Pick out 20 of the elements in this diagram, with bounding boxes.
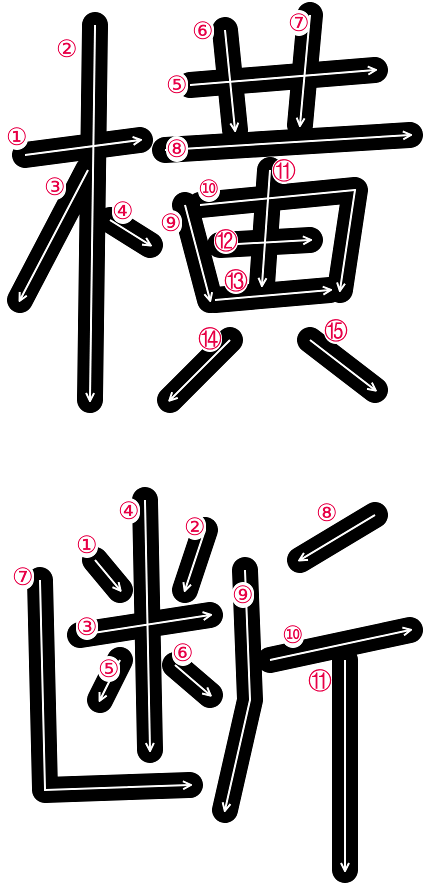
callout-number: ① [6, 124, 28, 150]
callout-number: ⑦ [12, 564, 34, 590]
callout-number: ⑫ [214, 228, 238, 254]
callout-number: ⑪ [272, 158, 296, 184]
callout-number: ③ [44, 174, 66, 200]
callout-number: ⑭ [198, 326, 222, 352]
callout-number: ⑪ [308, 668, 332, 694]
callout-number: ④ [112, 198, 134, 224]
callout-number: ⑬ [224, 268, 248, 294]
callout-number: ⑨ [160, 210, 182, 236]
callout-number: ② [184, 514, 206, 540]
callout-number: ⑤ [166, 72, 188, 98]
callout-number: ⑥ [172, 640, 194, 666]
callout-number: ④ [118, 498, 140, 524]
callout-number: ① [76, 532, 98, 558]
callout-number: ⑩ [198, 176, 220, 202]
callout-number: ③ [76, 614, 98, 640]
callout-number: ⑮ [324, 318, 348, 344]
callout-number: ⑦ [288, 10, 310, 36]
callout-number: ⑩ [282, 622, 304, 648]
